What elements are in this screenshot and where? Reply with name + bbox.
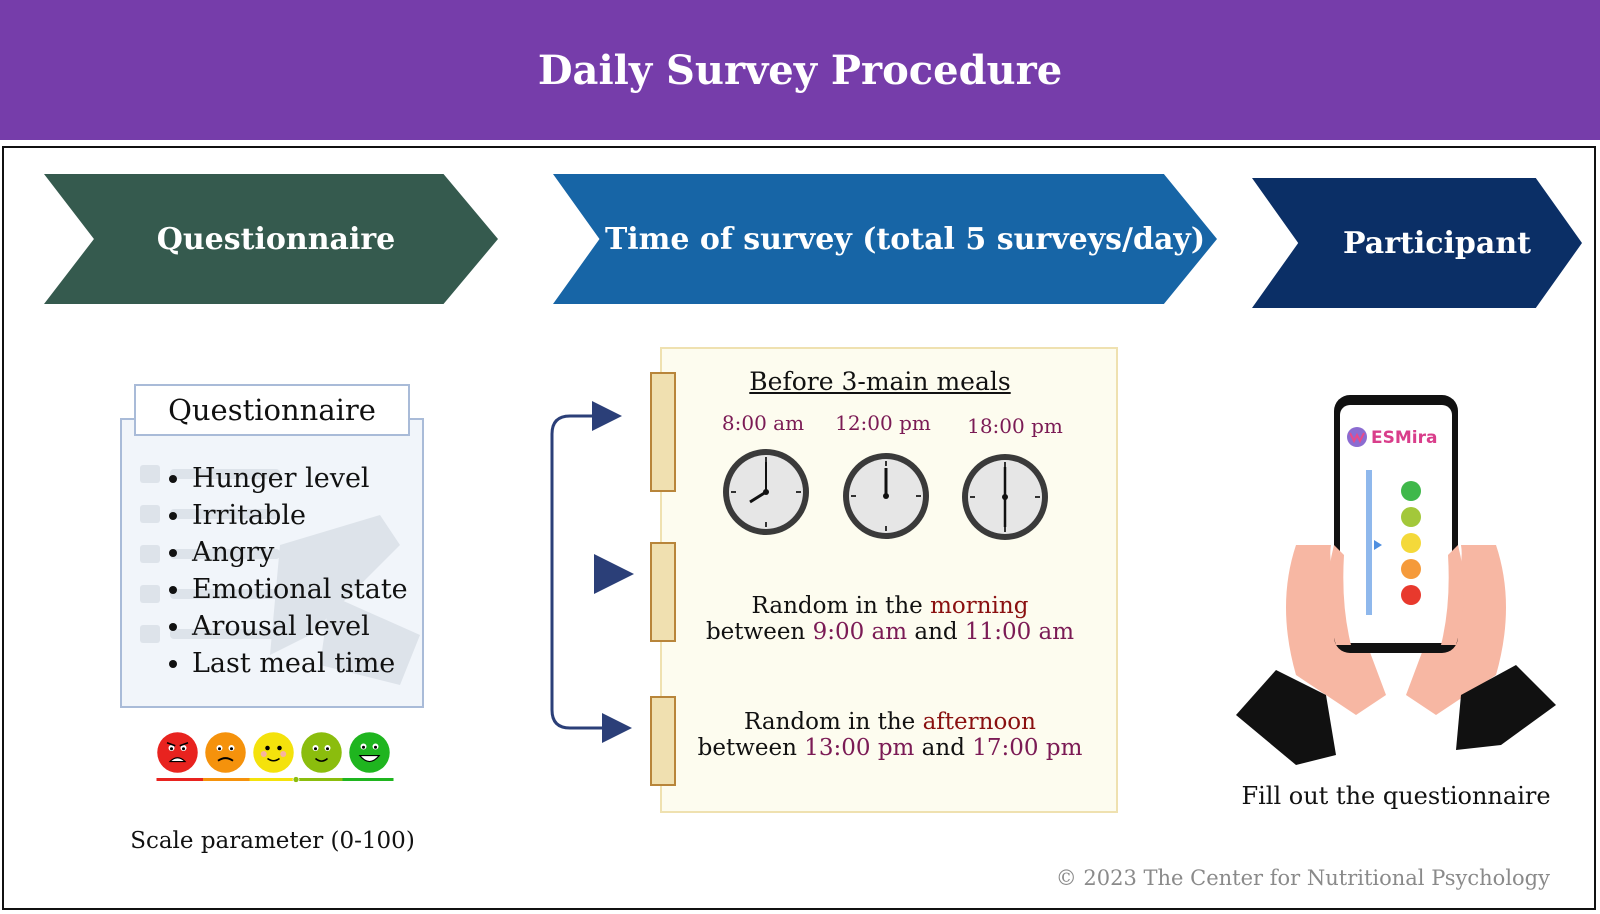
- afternoon-end: 17:00 pm: [972, 735, 1083, 761]
- list-item: Irritable: [192, 497, 408, 534]
- list-item: Last meal time: [192, 645, 408, 682]
- list-item: Angry: [192, 534, 408, 571]
- stage-questionnaire: Questionnaire: [44, 174, 498, 304]
- page-title: Daily Survey Procedure: [537, 46, 1063, 94]
- clock-12pm-icon: [843, 453, 929, 539]
- afternoon-and: and: [914, 735, 973, 761]
- app-name: ESMira: [1371, 428, 1437, 448]
- afternoon-prefix: Random in the: [744, 709, 923, 735]
- very-angry-face-icon: [157, 732, 198, 773]
- panel-tab: [650, 696, 676, 786]
- morning-start: 9:00 am: [812, 619, 908, 645]
- sad-face-icon: [205, 732, 246, 773]
- title-banner: Daily Survey Procedure: [0, 0, 1600, 140]
- copyright-credit: © 2023 The Center for Nutritional Psycho…: [1055, 866, 1550, 890]
- meal-time: 8:00 am: [721, 411, 805, 435]
- clipboard-pencil-icon: [140, 465, 420, 685]
- afternoon-between: between: [697, 735, 805, 761]
- list-item: Emotional state: [192, 571, 408, 608]
- morning-between: between: [705, 619, 813, 645]
- meals-title: Before 3-main meals: [749, 367, 1011, 396]
- stage-participant: Participant: [1252, 178, 1582, 308]
- emotion-scale: [156, 732, 394, 783]
- list-item: Hunger level: [192, 460, 408, 497]
- participant-caption: Fill out the questionnaire: [1241, 782, 1551, 810]
- morning-period: morning: [930, 593, 1029, 619]
- phone-in-hands-icon: ESMira: [1236, 395, 1556, 765]
- morning-prefix: Random in the: [751, 593, 931, 619]
- morning-end: 11:00 am: [964, 619, 1075, 645]
- list-item: Arousal level: [192, 608, 408, 645]
- morning-window: Random in the morning between 9:00 am an…: [690, 593, 1090, 645]
- happy-face-icon: [349, 732, 390, 773]
- stage-time-of-survey: Time of survey (total 5 surveys/day): [553, 174, 1217, 304]
- stage-label: Time of survey (total 5 surveys/day): [604, 221, 1206, 257]
- questionnaire-items: Hunger level Irritable Angry Emotional s…: [160, 460, 408, 682]
- stage-label: Participant: [1343, 225, 1531, 261]
- panel-tab: [650, 542, 676, 642]
- scale-label: Scale parameter (0-100): [130, 828, 415, 854]
- morning-and: and: [907, 619, 965, 645]
- meal-time: 12:00 pm: [835, 411, 931, 435]
- stage-label: Questionnaire: [156, 221, 396, 257]
- content-face-icon: [301, 732, 342, 773]
- panel-tab: [650, 372, 676, 492]
- scale-bar: [156, 776, 394, 783]
- afternoon-start: 13:00 pm: [804, 735, 915, 761]
- afternoon-period: afternoon: [922, 709, 1036, 735]
- afternoon-window: Random in the afternoon between 13:00 pm…: [690, 709, 1090, 761]
- neutral-face-icon: [253, 732, 294, 773]
- clock-8am-icon: [723, 449, 809, 535]
- content-frame: [2, 146, 1596, 910]
- clock-6pm-icon: [962, 454, 1048, 540]
- meal-time: 18:00 pm: [967, 414, 1063, 438]
- questionnaire-heading: Questionnaire: [134, 384, 410, 436]
